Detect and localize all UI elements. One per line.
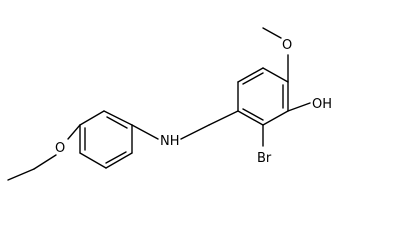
bond-ch3-ch2 xyxy=(7,168,35,181)
bond-ring-b-oh xyxy=(287,102,311,112)
bond-o-ring-left xyxy=(67,124,81,140)
ring-b-double-1 xyxy=(242,72,264,85)
atom-o-methoxy: O xyxy=(282,38,292,53)
chemical-structure-diagram: O NH O OH Br xyxy=(7,27,332,181)
ethyl-group xyxy=(7,154,57,181)
ring-b-double-3 xyxy=(242,108,264,121)
atom-o-ethoxy: O xyxy=(55,141,65,156)
ring-a-double-1 xyxy=(106,116,128,129)
bond-ch2-ring-b xyxy=(208,110,239,126)
bond-ring-a-nh xyxy=(131,124,159,140)
bond-o-ch3 xyxy=(262,27,282,39)
ring-b-bond-3 xyxy=(262,67,289,83)
atom-nh: NH xyxy=(160,134,180,149)
bond-ch2-o xyxy=(33,154,57,170)
ring-a-bond-5 xyxy=(79,152,107,169)
ring-b-bond-6 xyxy=(237,110,264,126)
atom-oh: OH xyxy=(312,97,332,112)
bond-nh-ch2 xyxy=(180,124,210,140)
right-benzene-ring xyxy=(237,67,289,126)
ring-a-bond-1 xyxy=(79,110,105,126)
atom-br: Br xyxy=(257,151,272,166)
ring-a-bond-4 xyxy=(105,152,133,169)
ring-b-bond-2 xyxy=(237,67,264,83)
left-benzene-ring xyxy=(79,110,133,169)
ring-b-bond-5 xyxy=(262,110,289,126)
ring-a-double-2 xyxy=(105,151,127,164)
ring-a-bond-2 xyxy=(103,110,133,126)
